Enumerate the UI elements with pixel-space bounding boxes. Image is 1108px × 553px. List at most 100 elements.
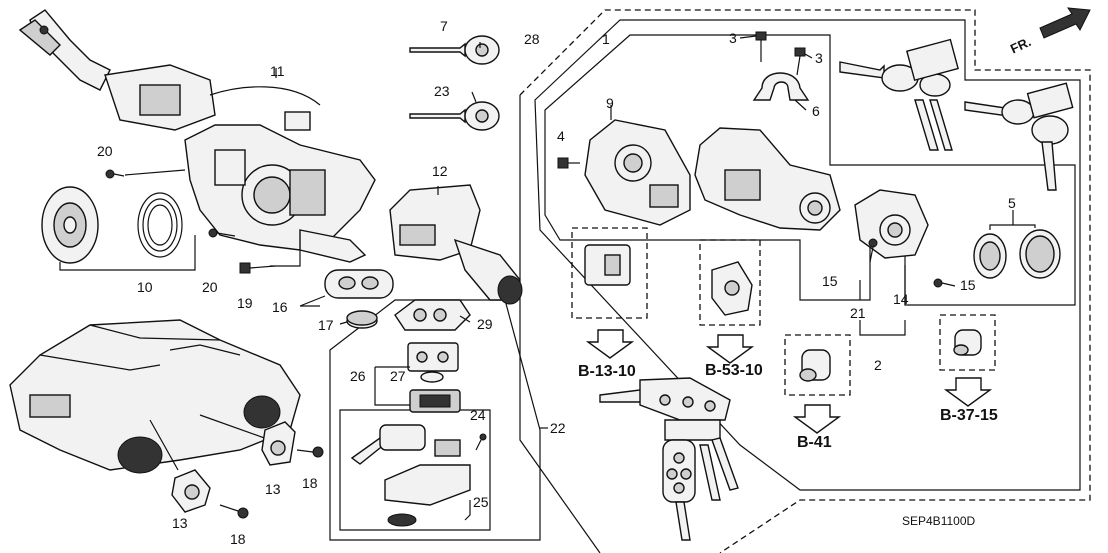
ignition-switch-9 <box>584 119 691 226</box>
callout-21: 21 <box>850 305 866 321</box>
arrow-down-1 <box>585 329 635 359</box>
spring-10b <box>137 192 183 258</box>
callout-5: 5 <box>1008 195 1016 211</box>
screw-20b <box>208 228 236 238</box>
lock-body-1 <box>694 127 841 231</box>
front-direction-arrow: FR. <box>1008 7 1091 56</box>
leader-29 <box>459 315 471 323</box>
key-7 <box>409 35 500 65</box>
boundary-1 <box>534 19 1081 491</box>
callout-6: 6 <box>812 103 820 119</box>
leader-19 <box>270 250 301 267</box>
ref-part-3 <box>799 349 831 382</box>
reference-b-37-15: B-37-15 <box>940 407 998 424</box>
callout-9: 9 <box>606 95 614 111</box>
screw-20a <box>105 169 125 179</box>
reference-b-41: B-41 <box>797 434 832 451</box>
callout-14: 14 <box>893 291 909 307</box>
callout-19: 19 <box>237 295 253 311</box>
screw-15b <box>933 278 956 288</box>
leader-6 <box>794 99 807 111</box>
arrow-down-4 <box>943 377 993 407</box>
callout-3b: 3 <box>815 50 823 66</box>
ref-box-3 <box>784 334 851 396</box>
diagram-code: SEP4B1100D <box>902 514 975 528</box>
callout-18a: 18 <box>302 475 318 491</box>
clamp-6 <box>752 72 810 101</box>
ref-part-2 <box>711 261 753 316</box>
bolt-18b <box>219 504 249 519</box>
callout-4: 4 <box>557 128 565 144</box>
ref-box-2 <box>699 239 761 326</box>
key-set-right <box>964 82 1074 191</box>
reference-b-53-10: B-53-10 <box>705 362 763 379</box>
bolt-3a <box>755 31 767 62</box>
bracket-2 <box>859 320 906 336</box>
bracket-5 <box>989 224 1036 230</box>
callout-29: 29 <box>477 316 493 332</box>
leader-car-door <box>199 414 271 441</box>
callout-12: 12 <box>432 163 448 179</box>
callout-13b: 13 <box>172 515 188 531</box>
callout-24: 24 <box>470 407 486 423</box>
trunk-cylinder-13b <box>171 469 211 513</box>
callout-18b: 18 <box>230 531 246 547</box>
callout-25: 25 <box>473 494 489 510</box>
key-blade-25 <box>350 424 461 465</box>
key-set-upper <box>839 38 959 151</box>
remote-16 <box>324 269 394 299</box>
switch-body-11 <box>104 64 321 131</box>
callout-26: 26 <box>350 368 366 384</box>
callout-2: 2 <box>874 357 882 373</box>
leader-car-trunk <box>149 419 179 471</box>
leader-3a <box>739 35 757 39</box>
leader-23 <box>471 91 477 103</box>
bolt-18a <box>296 446 324 458</box>
wiper-lever <box>18 9 111 91</box>
cable-reel-housing <box>184 124 376 263</box>
key-fob-assembly <box>599 377 739 541</box>
callout-3a: 3 <box>729 30 737 46</box>
ring-5b <box>1019 229 1061 279</box>
callout-27: 27 <box>390 368 406 384</box>
callout-17: 17 <box>318 317 334 333</box>
reference-b-13-10: B-13-10 <box>578 363 636 380</box>
leader-3b <box>804 53 813 59</box>
leader-17 <box>339 321 348 325</box>
key-case-25 <box>384 464 471 506</box>
battery-17 <box>346 310 378 329</box>
boundary-28 <box>519 9 1091 553</box>
leader-14 <box>859 265 906 305</box>
leader-20a <box>124 169 186 176</box>
callout-20b: 20 <box>202 279 218 295</box>
cable-reel-10a <box>41 186 99 264</box>
callout-20a: 20 <box>97 143 113 159</box>
ref-part-1 <box>584 244 631 286</box>
lock-assembly-12 <box>389 184 523 305</box>
boundary-22 <box>329 299 541 541</box>
vehicle-outline <box>9 319 301 474</box>
callout-15b: 15 <box>960 277 976 293</box>
bolt-19 <box>239 262 276 274</box>
callout-1: 1 <box>602 31 610 47</box>
callout-15a: 15 <box>822 273 838 289</box>
bolt-3b <box>794 47 806 76</box>
door-cylinder-13a <box>261 421 296 466</box>
callout-28: 28 <box>524 31 540 47</box>
remote-cover-29 <box>394 299 471 331</box>
screw-24 <box>475 433 487 451</box>
key-23 <box>409 101 500 131</box>
bracket-16 <box>299 295 326 307</box>
callout-23: 23 <box>434 83 450 99</box>
battery-27 <box>420 371 444 383</box>
direction-label: FR. <box>1008 34 1033 56</box>
ref-part-4 <box>953 329 982 356</box>
bracket-10 <box>59 235 196 271</box>
ref-box-1 <box>571 227 648 319</box>
callout-10: 10 <box>137 279 153 295</box>
circuit-board <box>409 389 461 413</box>
rubber-pad-26 <box>407 342 459 372</box>
arrow-down-2 <box>705 334 755 364</box>
callout-16: 16 <box>272 299 288 315</box>
